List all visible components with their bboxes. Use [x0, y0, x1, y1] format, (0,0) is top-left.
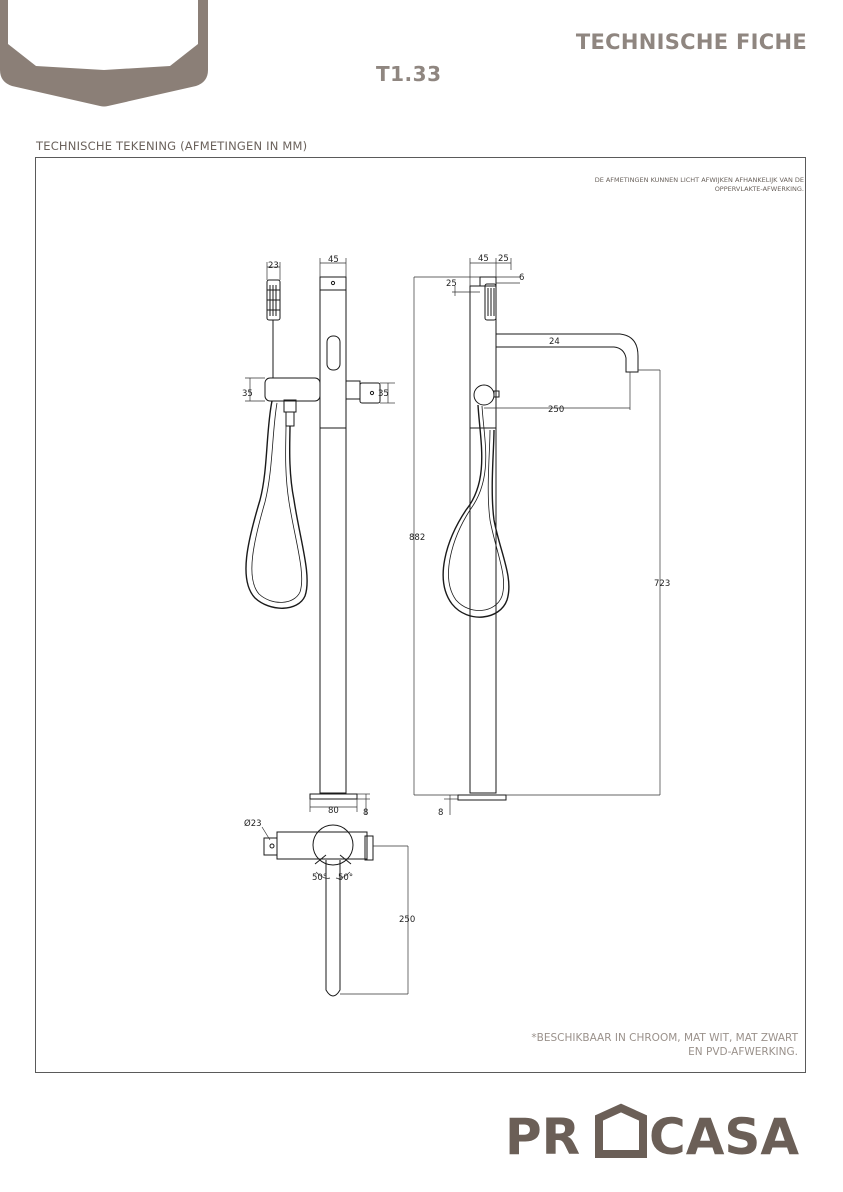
front-base	[310, 794, 357, 799]
logo-text-left: PR	[505, 1108, 580, 1162]
dim-side-24: 24	[549, 337, 560, 347]
dim-front-35-right: 35	[378, 389, 389, 399]
front-column	[320, 277, 346, 793]
dim-side-45: 45	[478, 254, 489, 264]
side-base	[458, 795, 506, 800]
dim-side-25-top: 25	[498, 254, 509, 264]
dim-front-8: 8	[363, 808, 368, 818]
availability-line-2: EN PVD-AFWERKING.	[478, 1045, 798, 1059]
dim-side-882: 882	[409, 533, 425, 543]
front-bracket	[265, 378, 320, 401]
availability-note: *BESCHIKBAAR IN CHROOM, MAT WIT, MAT ZWA…	[478, 1031, 798, 1059]
side-holder-knob	[474, 385, 494, 405]
logo-text-right: CASA	[649, 1108, 799, 1162]
dim-top-angle-left: 50°	[312, 873, 327, 883]
dim-front-80: 80	[328, 806, 339, 816]
side-spout	[496, 334, 638, 372]
front-diverter	[327, 336, 340, 370]
availability-line-1: *BESCHIKBAAR IN CHROOM, MAT WIT, MAT ZWA…	[478, 1031, 798, 1045]
dim-front-45: 45	[328, 255, 339, 265]
logo-house-icon	[599, 1108, 643, 1154]
dim-top-diameter: Ø23	[244, 818, 262, 829]
dim-top-angle-right: 50°	[338, 873, 353, 883]
procasa-logo: PR CASA	[505, 1102, 810, 1162]
dim-side-8: 8	[438, 808, 443, 818]
dim-side-6: 6	[519, 273, 524, 283]
dim-front-23: 23	[268, 261, 279, 271]
top-body	[277, 832, 367, 859]
dim-top-250: 250	[399, 915, 415, 925]
side-column	[470, 286, 496, 793]
dim-front-35-left: 35	[242, 389, 253, 399]
dim-side-250: 250	[548, 405, 564, 415]
dim-side-723: 723	[654, 579, 670, 589]
dim-side-25: 25	[446, 279, 457, 289]
